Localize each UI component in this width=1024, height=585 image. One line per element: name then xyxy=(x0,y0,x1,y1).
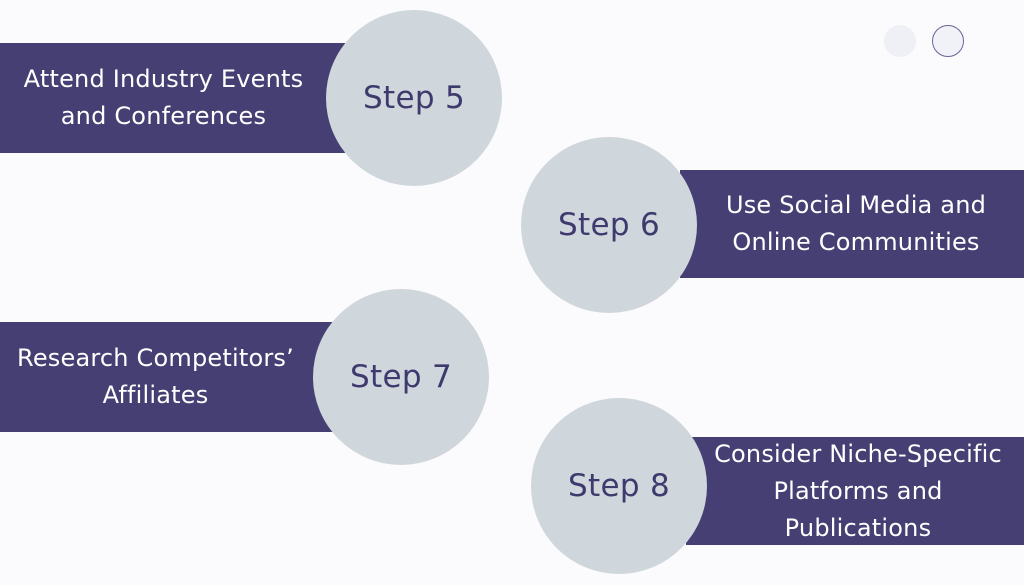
step-5-description-bar: Attend Industry Events and Conferences xyxy=(0,43,345,153)
step-5-circle: Step 5 xyxy=(326,10,502,186)
step-6-text-line-1: Use Social Media and xyxy=(725,191,987,219)
step-6-circle: Step 6 xyxy=(521,137,697,313)
step-7-circle: Step 7 xyxy=(313,289,489,465)
step-7-text-line-2: Affiliates xyxy=(102,381,209,409)
step-8-text-line-1: Consider Niche-Specific xyxy=(714,439,1002,468)
step-7-text-line-1: Research Competitors’ xyxy=(17,344,294,372)
step-6-text-line-2: Online Communities xyxy=(732,228,980,256)
step-8-text-line-2: Platforms and xyxy=(773,476,943,505)
step-8-label: Step 8 xyxy=(568,468,670,504)
step-8-description-bar: Consider Niche-Specific Platforms and Pu… xyxy=(686,437,1024,545)
decorative-dot-right xyxy=(932,25,964,57)
step-6-label: Step 6 xyxy=(558,207,660,243)
step-6-description-bar: Use Social Media and Online Communities xyxy=(680,170,1024,278)
step-7-description-bar: Research Competitors’ Affiliates xyxy=(0,322,335,432)
step-5-text-line-2: and Conferences xyxy=(60,102,267,130)
decorative-dot-left xyxy=(884,25,916,57)
step-7-label: Step 7 xyxy=(350,359,452,395)
step-8-circle: Step 8 xyxy=(531,398,707,574)
step-5-label: Step 5 xyxy=(363,80,465,116)
step-5-text-line-1: Attend Industry Events xyxy=(23,65,304,93)
step-8-text-line-3: Publications xyxy=(784,513,932,542)
